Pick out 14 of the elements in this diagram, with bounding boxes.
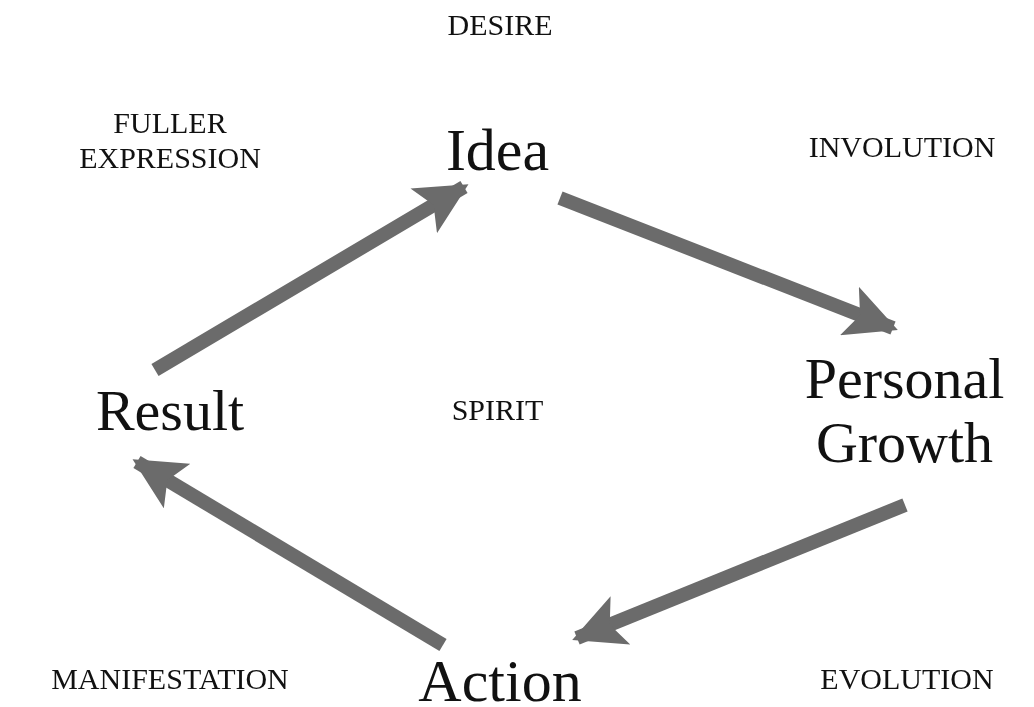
label-text: EVOLUTION <box>819 662 995 697</box>
node-text: Result <box>70 375 270 447</box>
label-text: MANIFESTATION <box>50 662 290 697</box>
node-text: Action <box>395 650 605 707</box>
arrow <box>557 191 898 336</box>
label-text: INVOLUTION <box>807 130 997 165</box>
label-text: FULLER EXPRESSION <box>78 106 262 175</box>
node-text: Idea <box>420 112 575 188</box>
label-text: DESIRE <box>446 8 554 43</box>
arrow <box>151 181 469 376</box>
node-text: Personal Growth <box>775 338 1034 484</box>
arrow <box>132 456 447 651</box>
arrow <box>572 498 908 645</box>
label-text: SPIRIT <box>450 393 545 428</box>
